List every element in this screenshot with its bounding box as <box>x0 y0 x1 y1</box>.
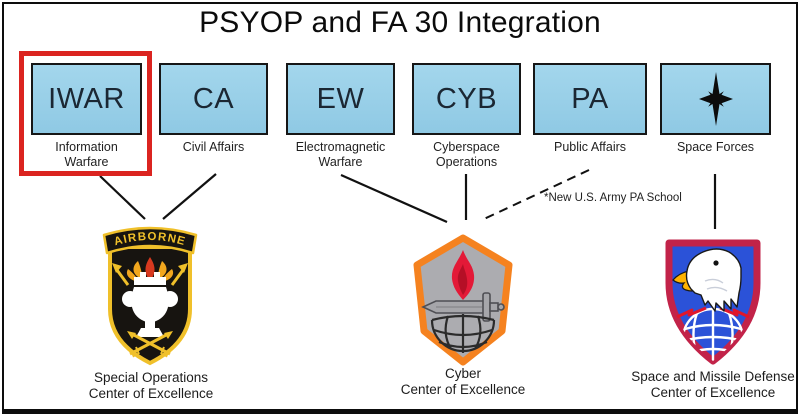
ca-box: CA <box>159 63 268 135</box>
ca-box-label: CA <box>192 82 235 115</box>
pa-box-label: PA <box>571 82 609 115</box>
ew-box-label: EW <box>316 82 365 115</box>
line-ew-to-cyber <box>340 173 448 224</box>
pa-school-note: *New U.S. Army PA School <box>544 192 682 204</box>
ew-caption: Electromagnetic Warfare <box>295 140 386 169</box>
smdc-globe <box>681 307 745 361</box>
four-pointed-star-icon <box>698 72 733 126</box>
space-missile-defense-patch-icon <box>665 239 761 365</box>
iwar-box: IWAR <box>31 63 142 135</box>
iwar-box-label: IWAR <box>48 82 125 115</box>
iwar-caption: Information Warfare <box>55 140 118 169</box>
pa-box: PA <box>533 63 647 135</box>
smdc-eagle <box>672 248 742 312</box>
ew-box: EW <box>286 63 395 135</box>
cyber-globe <box>430 314 496 353</box>
cyb-caption: Cyberspace Operations <box>433 140 500 169</box>
cyber-sword <box>421 292 505 322</box>
page-title: PSYOP and FA 30 Integration <box>199 6 601 39</box>
ca-caption: Civil Affairs <box>182 140 245 154</box>
unit-ca: CA Civil Affairs <box>139 63 289 155</box>
cyb-box: CYB <box>412 63 521 135</box>
cyber-coe-caption: Cyber Center of Excellence <box>400 366 526 397</box>
line-iwar-to-soc <box>99 175 146 220</box>
space-forces-box <box>660 63 771 135</box>
cyb-box-label: CYB <box>435 82 498 115</box>
iwar-highlight-box <box>19 51 152 176</box>
unit-cyb: CYB Cyberspace Operations <box>392 63 542 170</box>
unit-pa: PA Public Affairs <box>515 63 665 155</box>
smdc-coe-caption: Space and Missile Defense Center of Exce… <box>631 369 795 400</box>
soc-coe-caption: Special Operations Center of Excellence <box>88 370 214 401</box>
unit-space-forces: Space Forces <box>641 63 791 155</box>
cyber-patch-icon <box>413 234 513 366</box>
unit-iwar: IWAR Information Warfare <box>12 63 162 170</box>
unit-ew: EW Electromagnetic Warfare <box>266 63 416 170</box>
space-forces-caption: Space Forces <box>676 140 755 154</box>
airborne-tab <box>102 226 198 255</box>
smdc-lightning-bolts <box>676 306 750 319</box>
line-ca-to-soc <box>162 173 217 220</box>
special-operations-airborne-patch-icon: AIRBORNE <box>102 226 198 366</box>
pa-caption: Public Affairs <box>553 140 627 154</box>
